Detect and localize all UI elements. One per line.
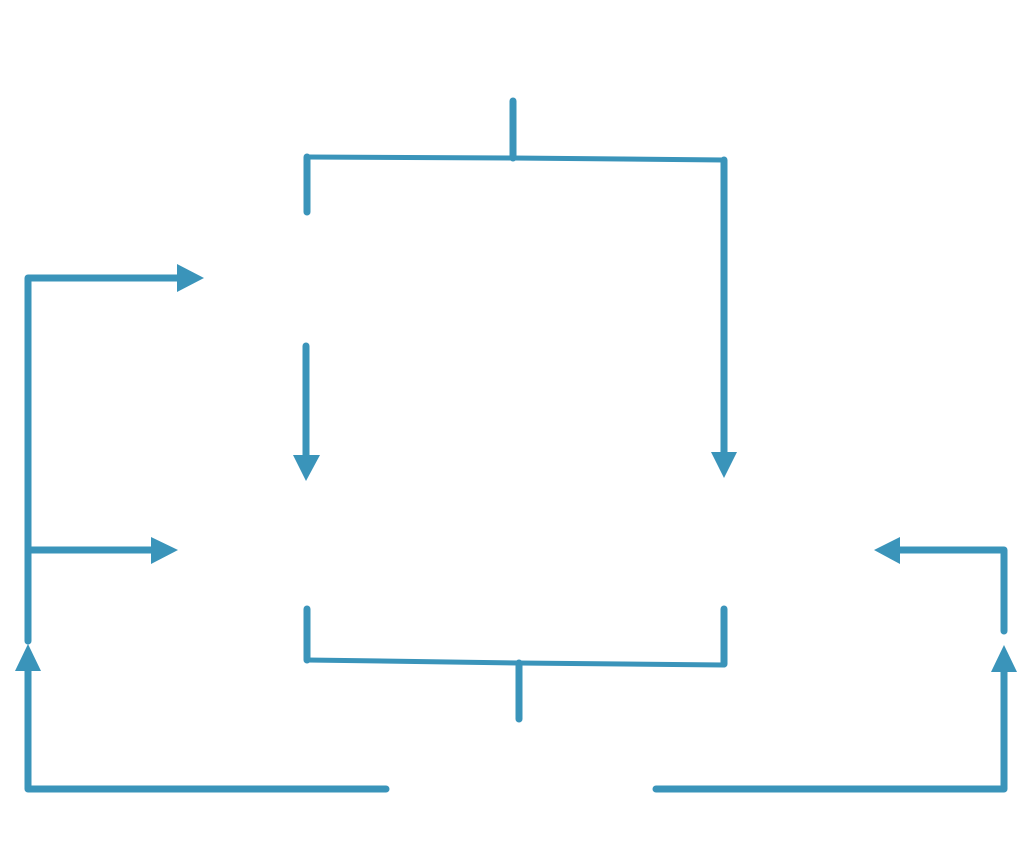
bottom-left-return-line: [24, 661, 390, 793]
bottom-right-return-line: [652, 664, 1008, 793]
arrow-up-right: [991, 645, 1017, 672]
arrow-right-top-left: [177, 264, 204, 292]
right-feedback-line: [893, 546, 1008, 635]
arrow-up-left: [15, 644, 41, 671]
diagram-connectors: [15, 97, 1017, 793]
arrow-left-right: [874, 537, 900, 564]
left-loop-line: [24, 274, 184, 645]
arrow-right-middle-left: [151, 537, 178, 564]
arrow-down-left: [293, 455, 320, 481]
arrow-down-right: [711, 452, 737, 478]
top-split-bar: [304, 154, 727, 163]
